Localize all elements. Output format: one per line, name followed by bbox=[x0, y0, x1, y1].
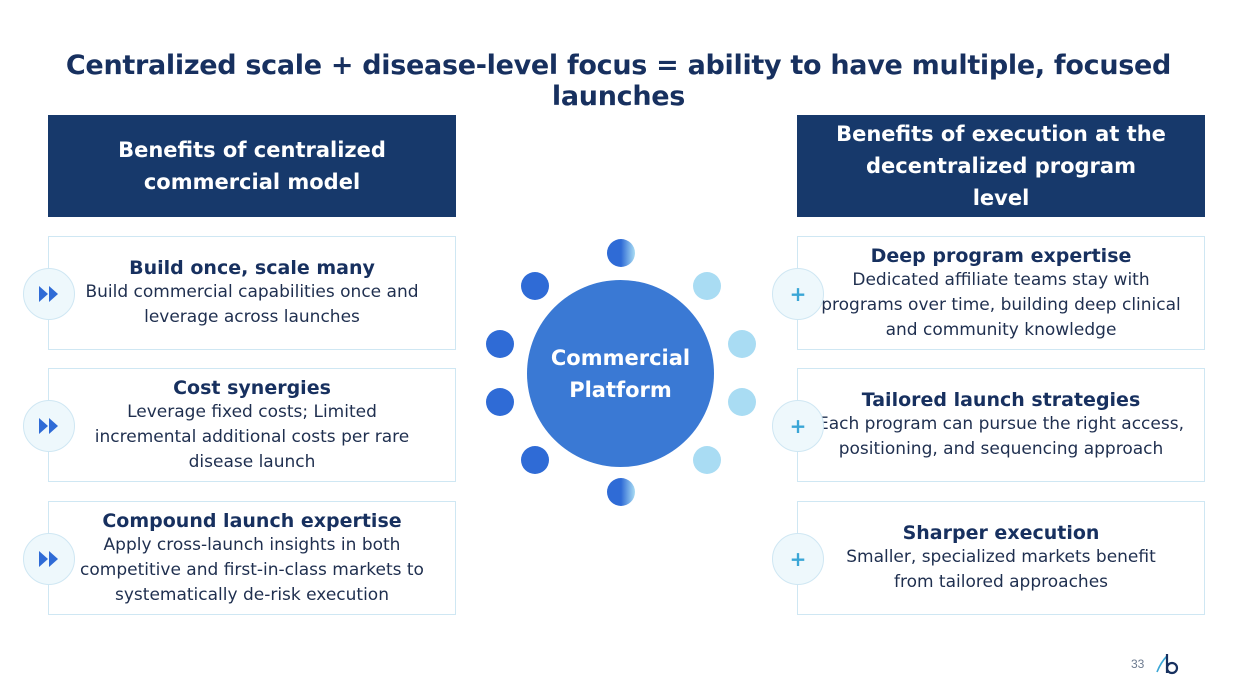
platform-dot bbox=[521, 272, 549, 300]
platform-dot bbox=[607, 239, 635, 267]
commercial-platform-circle: Commercial Platform bbox=[527, 280, 714, 467]
card-title: Deep program expertise bbox=[870, 244, 1132, 267]
right-card-deep: Deep program expertise Dedicated affilia… bbox=[797, 236, 1205, 350]
platform-dot bbox=[486, 330, 514, 358]
card-body: Each program can pursue the right access… bbox=[818, 414, 1184, 459]
left-card-compound: Compound launch expertise Apply cross-la… bbox=[48, 501, 456, 615]
card-title: Cost synergies bbox=[173, 376, 331, 399]
card-body: Smaller, specialized markets benefit fro… bbox=[846, 547, 1156, 592]
left-header-text: Benefits of centralized commercial model bbox=[118, 138, 386, 194]
card-body: Leverage fixed costs; Limited incrementa… bbox=[94, 401, 410, 472]
right-header: Benefits of execution at the decentraliz… bbox=[797, 115, 1205, 217]
page-title: Centralized scale + disease-level focus … bbox=[65, 50, 1172, 112]
fast-forward-icon bbox=[23, 533, 75, 585]
page-number: 33 bbox=[1131, 657, 1145, 671]
card-body: Dedicated affiliate teams stay with prog… bbox=[821, 269, 1181, 340]
left-header: Benefits of centralized commercial model bbox=[48, 115, 456, 217]
fast-forward-icon bbox=[23, 400, 75, 452]
card-title: Tailored launch strategies bbox=[861, 389, 1141, 411]
platform-dot bbox=[693, 272, 721, 300]
right-header-text: Benefits of execution at the decentraliz… bbox=[836, 122, 1166, 210]
platform-dot bbox=[607, 478, 635, 506]
plus-icon: + bbox=[772, 533, 824, 585]
platform-dot bbox=[521, 446, 549, 474]
platform-dot bbox=[728, 388, 756, 416]
card-body: Build commercial capabilities once and l… bbox=[85, 282, 419, 327]
left-card-cost: Cost synergies Leverage fixed costs; Lim… bbox=[48, 368, 456, 482]
right-card-sharper: Sharper execution Smaller, specialized m… bbox=[797, 501, 1205, 615]
platform-dot bbox=[486, 388, 514, 416]
card-body: Apply cross-launch insights in both comp… bbox=[80, 534, 424, 605]
fast-forward-icon bbox=[23, 268, 75, 320]
company-logo-icon bbox=[1155, 652, 1181, 681]
card-title: Compound launch expertise bbox=[102, 509, 402, 532]
card-title: Sharper execution bbox=[902, 522, 1100, 544]
right-card-tailored: Tailored launch strategies Each program … bbox=[797, 368, 1205, 482]
platform-dot bbox=[728, 330, 756, 358]
plus-icon: + bbox=[772, 400, 824, 452]
left-card-build: Build once, scale many Build commercial … bbox=[48, 236, 456, 350]
card-title: Build once, scale many bbox=[129, 257, 375, 279]
plus-icon: + bbox=[772, 268, 824, 320]
platform-dot bbox=[693, 446, 721, 474]
commercial-platform-label: Commercial Platform bbox=[550, 345, 691, 402]
